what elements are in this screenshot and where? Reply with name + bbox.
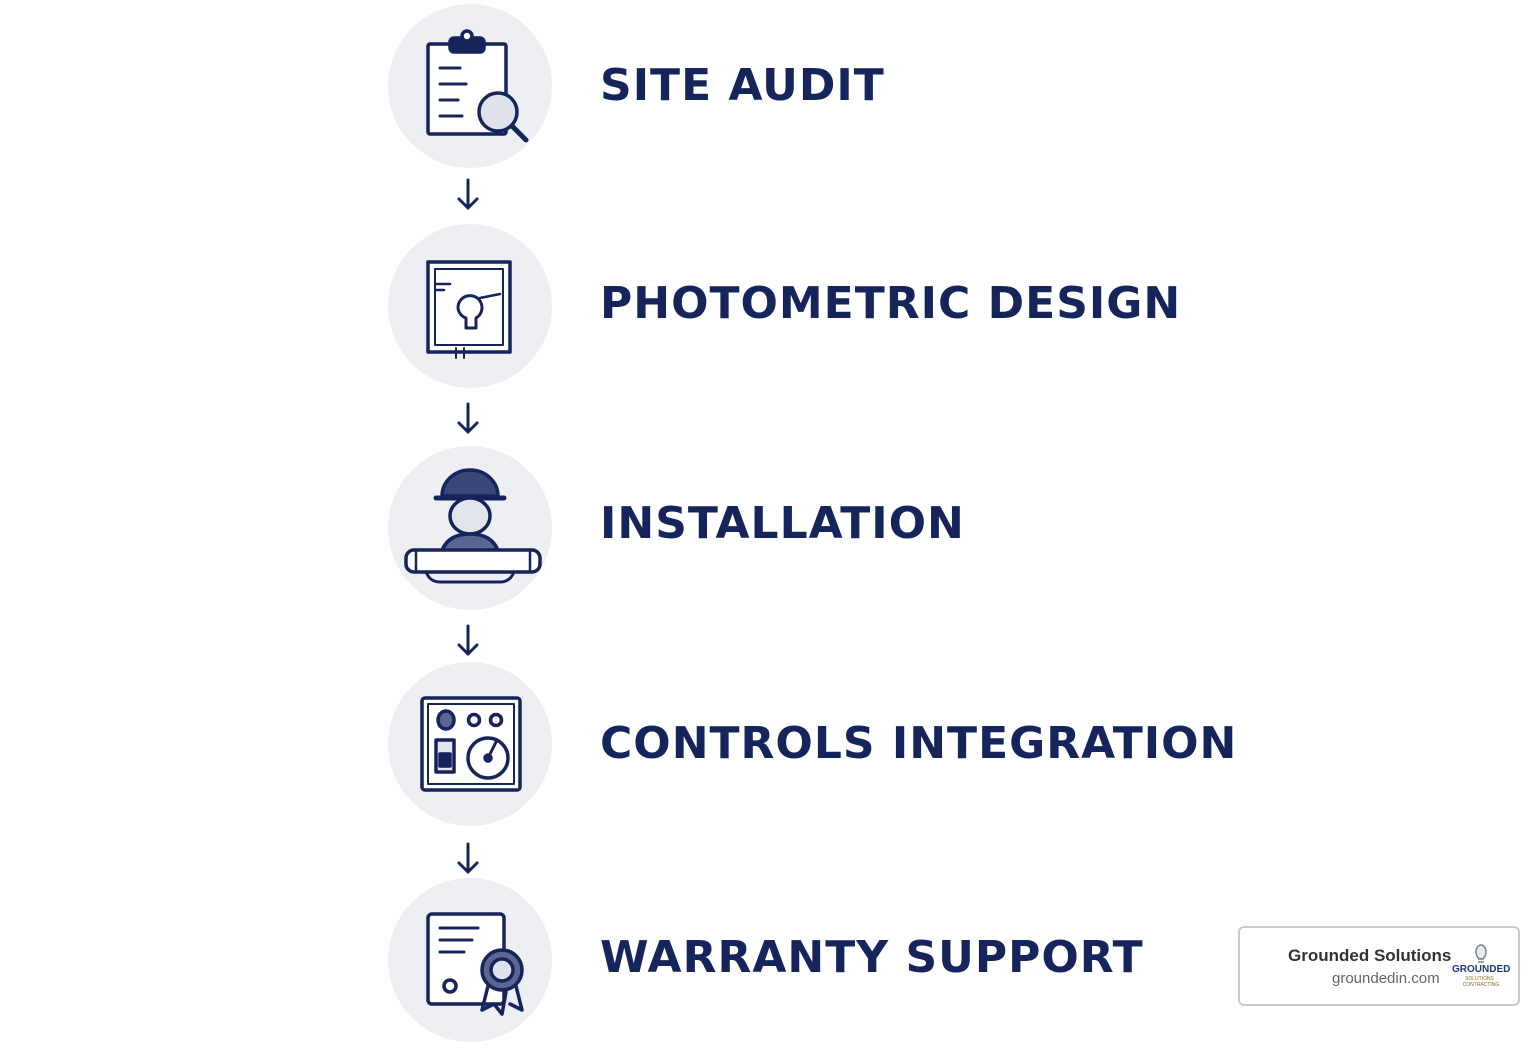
down-arrow-icon	[457, 178, 479, 210]
brand-name: Grounded Solutions	[1288, 946, 1452, 965]
step-label: INSTALLATION	[600, 498, 965, 549]
step-label: CONTROLS INTEGRATION	[600, 718, 1238, 769]
warranty-certificate-icon	[388, 878, 552, 1042]
clipboard-magnifier-icon	[388, 4, 552, 168]
step-controls-integration: CONTROLS INTEGRATION	[0, 662, 1536, 832]
installer-worker-icon	[388, 446, 552, 610]
step-label: PHOTOMETRIC DESIGN	[600, 278, 1182, 329]
step-installation: INSTALLATION	[0, 446, 1536, 616]
logo-wordmark: GROUNDED	[1452, 964, 1511, 975]
step-warranty-support: WARRANTY SUPPORT	[0, 878, 1536, 1048]
step-site-audit: SITE AUDIT	[0, 4, 1536, 174]
brand-url: groundedin.com	[1332, 970, 1440, 987]
control-panel-icon	[388, 662, 552, 826]
down-arrow-icon	[457, 842, 479, 874]
logo-subtext: SOLUTIONS · CONTRACTING	[1462, 976, 1500, 988]
down-arrow-icon	[457, 402, 479, 434]
step-label: SITE AUDIT	[600, 60, 885, 111]
down-arrow-icon	[457, 624, 479, 656]
light-plan-icon	[388, 224, 552, 388]
brand-logo: GROUNDED SOLUTIONS · CONTRACTING	[1452, 942, 1510, 992]
step-photometric-design: PHOTOMETRIC DESIGN	[0, 224, 1536, 394]
brand-badge[interactable]: Grounded Solutions groundedin.com GROUND…	[1238, 926, 1520, 1006]
step-label: WARRANTY SUPPORT	[600, 932, 1144, 983]
lightbulb-icon	[1475, 944, 1487, 963]
